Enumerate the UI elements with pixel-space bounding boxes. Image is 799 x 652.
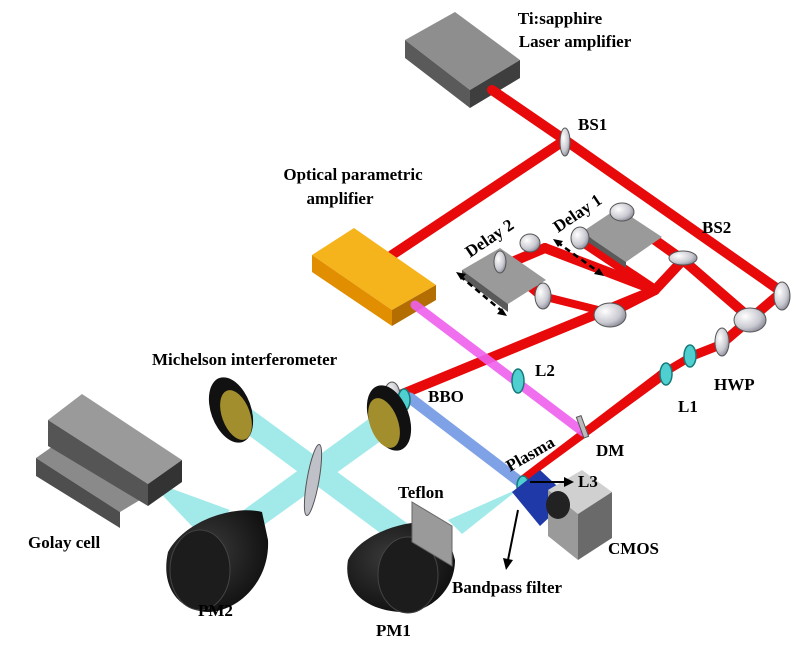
laser-label-line2: Laser amplifier bbox=[519, 32, 632, 51]
pm2-label: PM2 bbox=[198, 601, 233, 620]
laser-amplifier-box bbox=[405, 12, 520, 108]
l1-lens bbox=[659, 362, 673, 386]
l3-arrowhead bbox=[564, 477, 574, 487]
mirrors bbox=[383, 127, 791, 439]
delay-2-stage bbox=[462, 248, 546, 312]
mirror-b bbox=[593, 302, 627, 328]
teflon-label: Teflon bbox=[398, 483, 444, 502]
hwp-mirror bbox=[714, 327, 730, 357]
golay-cell bbox=[36, 394, 182, 528]
bbo-label: BBO bbox=[428, 387, 464, 406]
delay2-mirror-c bbox=[534, 282, 552, 310]
delay1-mirror-b bbox=[570, 226, 590, 250]
opa-label-line2: amplifier bbox=[306, 189, 373, 208]
delay1-mirror-a bbox=[609, 202, 635, 222]
pointer-arrows bbox=[507, 481, 568, 561]
dm-mirror bbox=[575, 414, 590, 439]
pm2-mirror bbox=[166, 510, 269, 612]
l3-label: L3 bbox=[578, 472, 598, 491]
delay2-mirror-a bbox=[519, 233, 541, 253]
hwp-plate bbox=[683, 344, 697, 368]
mirror-a bbox=[733, 307, 767, 333]
michelson-mirror-right bbox=[366, 385, 412, 451]
delay2-mirror-b bbox=[493, 250, 507, 274]
teflon-plate bbox=[411, 501, 453, 567]
bandpass-label: Bandpass filter bbox=[452, 578, 562, 597]
delay-arrows bbox=[459, 240, 601, 313]
dm-label: DM bbox=[596, 441, 624, 460]
delay2-arrowhead-a bbox=[456, 272, 466, 280]
bbo-blue-beam bbox=[404, 392, 526, 488]
bs1-label: BS1 bbox=[578, 115, 607, 134]
delay1-arrowhead-a bbox=[553, 239, 563, 247]
opa-beam bbox=[410, 300, 588, 437]
l2-label: L2 bbox=[535, 361, 555, 380]
red-beam-paths bbox=[387, 85, 787, 484]
bandpass-arrowhead bbox=[503, 558, 513, 570]
delay-1-stage bbox=[582, 208, 662, 268]
cmos-label: CMOS bbox=[608, 539, 659, 558]
michelson-mirror-left bbox=[208, 377, 254, 443]
l2-lens bbox=[511, 368, 525, 394]
bs2-label: BS2 bbox=[702, 218, 731, 237]
beam-splitter bbox=[303, 444, 323, 516]
laser-label-line1: Ti:sapphire bbox=[518, 9, 603, 28]
right-mirror bbox=[773, 281, 791, 311]
michelson-label: Michelson interferometer bbox=[152, 350, 338, 369]
pm1-label: PM1 bbox=[376, 621, 411, 640]
golay-label: Golay cell bbox=[28, 533, 101, 552]
l1-label: L1 bbox=[678, 397, 698, 416]
delay2-arrowhead-b bbox=[497, 308, 507, 316]
hwp-label: HWP bbox=[714, 375, 755, 394]
delay1-arrowhead-b bbox=[594, 268, 604, 276]
opa-label-line1: Optical parametric bbox=[283, 165, 423, 184]
bs2-mirror bbox=[668, 250, 698, 266]
cmos-camera bbox=[546, 470, 612, 560]
bandpass-filter bbox=[512, 470, 570, 526]
bs1-mirror bbox=[559, 127, 571, 157]
